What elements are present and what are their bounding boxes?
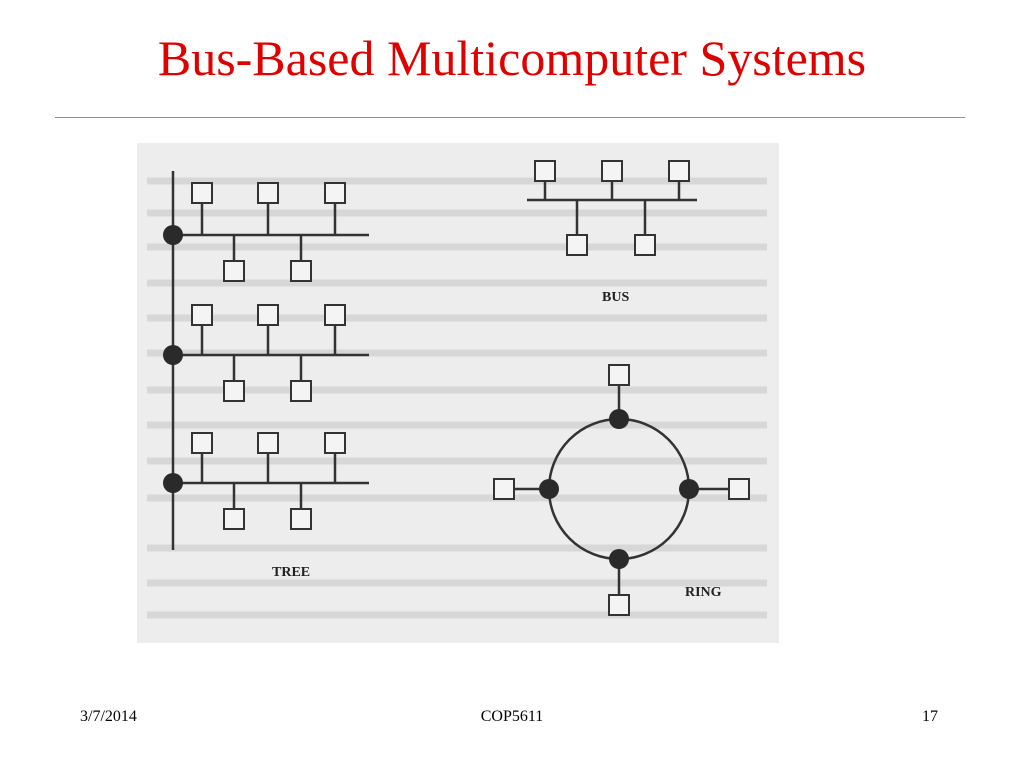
tree-computer-node <box>191 182 213 204</box>
bus-computer-node <box>668 160 690 182</box>
slide-title: Bus-Based Multicomputer Systems <box>157 30 867 86</box>
tree-computer-node <box>324 182 346 204</box>
bus-label: BUS <box>602 290 629 305</box>
ring-junction-dot <box>539 479 559 499</box>
network-topologies-figure: TREE BUS <box>137 143 779 643</box>
ring-junction-dot <box>609 409 629 429</box>
bus-topology <box>527 181 697 235</box>
ring-computer-node <box>608 594 630 616</box>
tree-computer-node <box>223 508 245 530</box>
tree-computer-node <box>257 182 279 204</box>
tree-computer-node <box>191 304 213 326</box>
ring-computer-node <box>608 364 630 386</box>
tree-computer-node <box>324 304 346 326</box>
tree-computer-node <box>257 304 279 326</box>
tree-computer-node <box>324 432 346 454</box>
tree-junction-dot <box>163 225 183 245</box>
ring-computer-node <box>493 478 515 500</box>
bus-nodes <box>534 160 690 256</box>
tree-junction-dot <box>163 473 183 493</box>
tree-nodes <box>191 182 346 530</box>
tree-junctions <box>163 225 183 493</box>
bus-computer-node <box>601 160 623 182</box>
ring-junction-dot <box>679 479 699 499</box>
ring-nodes <box>493 364 750 616</box>
tree-computer-node <box>290 260 312 282</box>
ring-computer-node <box>728 478 750 500</box>
footer-page-number: 17 <box>922 708 938 725</box>
tree-computer-node <box>290 508 312 530</box>
bus-computer-node <box>534 160 556 182</box>
footer-date: 3/7/2014 <box>80 708 137 725</box>
scan-texture <box>147 177 767 619</box>
tree-computer-node <box>223 380 245 402</box>
tree-computer-node <box>257 432 279 454</box>
tree-computer-node <box>223 260 245 282</box>
tree-junction-dot <box>163 345 183 365</box>
bus-computer-node <box>566 234 588 256</box>
title-divider <box>55 117 965 118</box>
ring-junctions <box>539 409 699 569</box>
tree-label: TREE <box>272 565 310 580</box>
ring-junction-dot <box>609 549 629 569</box>
ring-label: RING <box>685 585 722 600</box>
tree-computer-node <box>290 380 312 402</box>
bus-computer-node <box>634 234 656 256</box>
tree-computer-node <box>191 432 213 454</box>
footer-course: COP5611 <box>480 708 544 725</box>
